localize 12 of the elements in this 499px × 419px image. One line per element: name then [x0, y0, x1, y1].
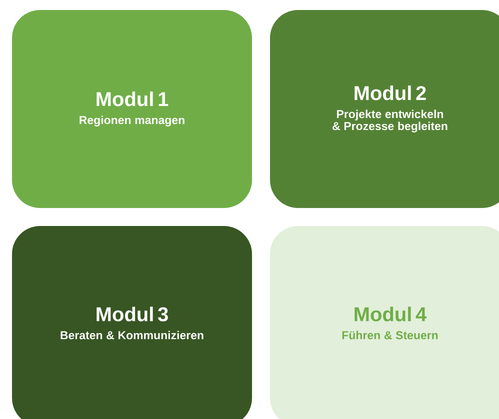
module-description: Beraten & Kommunizieren — [60, 330, 204, 340]
module-box — [270, 226, 499, 419]
module-heading: Modul 3 — [96, 306, 168, 322]
module-description: Führen & Steuern — [342, 330, 438, 340]
module-heading: Modul 2 — [354, 86, 426, 100]
module-description: Projekte entwickeln & Prozesse begleiten — [332, 110, 448, 132]
module-description: Regionen managen — [80, 116, 184, 126]
module-heading: Modul 1 — [96, 92, 168, 106]
module-box — [270, 10, 499, 208]
module-heading: Modul 4 — [354, 306, 427, 322]
module-box — [12, 226, 252, 419]
module-box — [12, 10, 252, 208]
